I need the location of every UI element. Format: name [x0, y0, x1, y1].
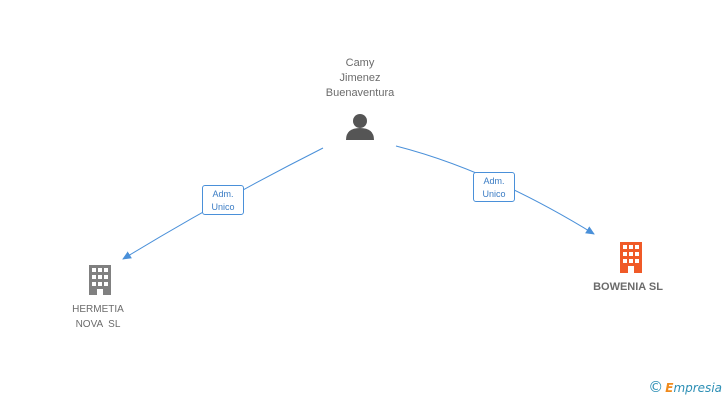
company-name-label-highlight[interactable]: BOWENIA SL — [578, 280, 678, 294]
relation-label-line: Unico — [482, 189, 506, 199]
company-name-label[interactable]: HERMETIA NOVA SL — [50, 302, 146, 332]
relation-label: Adm. Unico — [473, 172, 515, 202]
relation-label-line: Adm. — [212, 189, 234, 199]
brand-name: mpresia — [673, 381, 722, 395]
person-name-line: Buenaventura — [325, 87, 395, 99]
company-name-line: NOVA SL — [75, 319, 121, 330]
company-name-line: BOWENIA SL — [593, 281, 663, 293]
relation-label-line: Unico — [211, 202, 235, 212]
person-icon[interactable] — [346, 114, 374, 140]
relation-label: Adm. Unico — [202, 185, 244, 215]
person-name-line: Camy — [345, 57, 375, 69]
empresia-watermark[interactable]: ©Empresia — [648, 378, 722, 396]
relation-label-line: Adm. — [483, 176, 505, 186]
brand-initial: E — [665, 381, 674, 395]
company-name-line: HERMETIA — [72, 304, 124, 315]
copyright-symbol: © — [648, 378, 664, 396]
building-icon[interactable] — [89, 265, 111, 295]
person-name-line: Jimenez — [339, 72, 381, 84]
building-icon-highlight[interactable] — [620, 242, 642, 273]
person-name-label[interactable]: Camy Jimenez Buenaventura — [300, 56, 420, 101]
